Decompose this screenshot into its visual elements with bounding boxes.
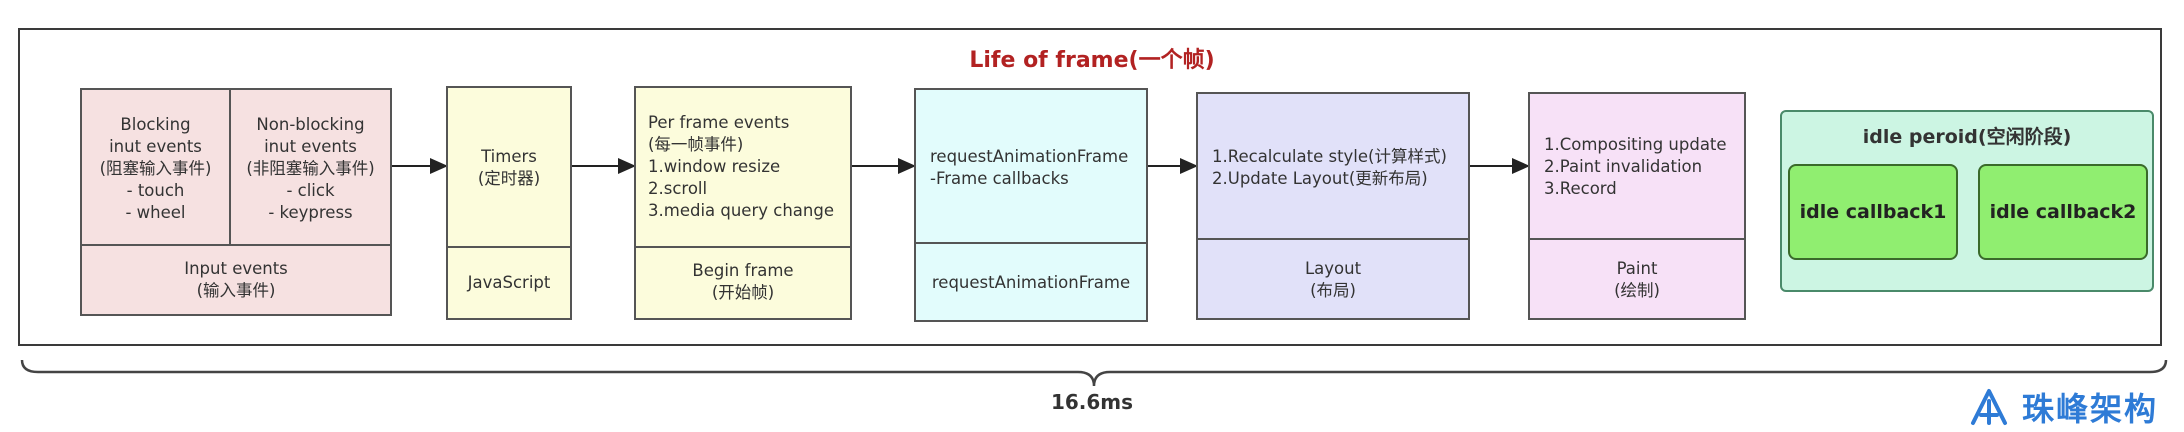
begin-frame-box: Per frame events (每一帧事件) 1.window resize… — [634, 86, 852, 320]
paint-divider — [1530, 238, 1744, 240]
timers-box: Timers (定时器) JavaScript — [446, 86, 572, 320]
layout-divider — [1198, 238, 1468, 240]
nonblocking-input-events: Non-blocking inut events (非阻塞输入事件) - cli… — [246, 115, 375, 222]
time-bracket — [20, 359, 2168, 387]
layout-box: 1.Recalculate style(计算样式) 2.Update Layou… — [1196, 92, 1470, 320]
begin-frame-label: Begin frame (开始帧) — [692, 261, 794, 302]
idle-period-title: idle peroid(空闲阶段) — [1862, 126, 2072, 148]
arrow-begin-to-raf — [852, 158, 916, 174]
idle-callback-1: idle callback1 — [1788, 164, 1958, 260]
input-divider-vertical — [229, 90, 231, 244]
paint-box: 1.Compositing update 2.Paint invalidatio… — [1528, 92, 1746, 320]
frame-container — [18, 28, 2162, 346]
raf-divider — [916, 242, 1146, 244]
raf-label: requestAnimationFrame — [931, 273, 1131, 292]
layout-label: Layout (布局) — [1304, 259, 1362, 300]
arrow-input-to-timers — [392, 158, 448, 174]
per-frame-events: Per frame events (每一帧事件) 1.window resize… — [648, 113, 834, 220]
input-events-box: Blocking inut events (阻塞输入事件) - touch - … — [80, 88, 392, 316]
timers-divider — [448, 246, 570, 248]
input-events-label: Input events (输入事件) — [184, 259, 288, 300]
brand-logo: 珠峰架构 — [1969, 384, 2158, 430]
paint-steps: 1.Compositing update 2.Paint invalidatio… — [1544, 135, 1727, 198]
diagram-title: Life of frame(一个帧) — [969, 48, 1215, 73]
begin-divider — [636, 246, 850, 248]
idle-callback-2: idle callback2 — [1978, 164, 2148, 260]
idle-period-box: idle peroid(空闲阶段) idle callback1 idle ca… — [1780, 110, 2154, 292]
input-divider-horizontal — [82, 244, 390, 246]
logo-text: 珠峰架构 — [2021, 390, 2158, 428]
raf-box: requestAnimationFrame -Frame callbacks r… — [914, 88, 1148, 322]
layout-steps: 1.Recalculate style(计算样式) 2.Update Layou… — [1212, 147, 1447, 188]
timers-label: Timers (定时器) — [477, 147, 541, 188]
javascript-label: JavaScript — [467, 273, 551, 292]
arrow-raf-to-layout — [1148, 158, 1198, 174]
arrow-layout-to-paint — [1470, 158, 1530, 174]
paint-label: Paint (绘制) — [1614, 259, 1660, 300]
arrow-timers-to-begin — [572, 158, 636, 174]
blocking-input-events: Blocking inut events (阻塞输入事件) - touch - … — [99, 115, 212, 222]
frame-duration: 16.6ms — [1050, 390, 1134, 414]
logo-mark-icon — [1970, 389, 2007, 425]
raf-callbacks: requestAnimationFrame -Frame callbacks — [930, 147, 1129, 188]
